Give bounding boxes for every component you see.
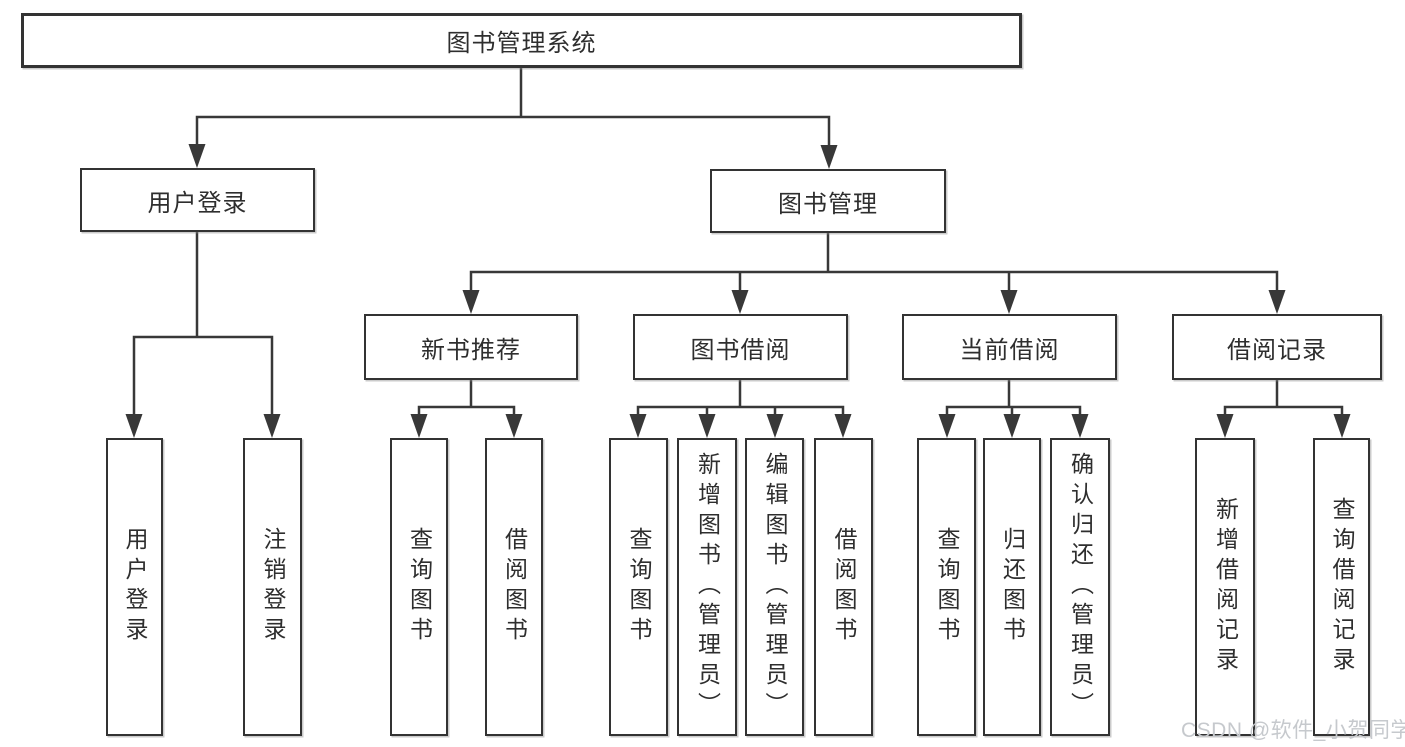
arrowhead-down: [629, 414, 647, 438]
node-book-management: 图书管理: [710, 169, 946, 233]
node-label: 图书管理系统: [446, 30, 597, 57]
node-label: 查询借阅记录: [1329, 497, 1355, 677]
arrowhead-down: [938, 414, 956, 438]
arrowhead-down: [125, 414, 143, 438]
node-user-login: 用户登录: [80, 168, 315, 232]
node-label: 图书管理: [778, 190, 878, 218]
leaf-borrow-book-recommend: 借阅图书: [485, 438, 543, 736]
leaf-return-book: 归还图书: [983, 438, 1041, 736]
arrowhead-down: [766, 414, 784, 438]
node-book-borrow: 图书借阅: [633, 314, 848, 380]
node-root-system: 图书管理系统: [21, 13, 1022, 68]
node-new-book-recommend: 新书推荐: [364, 314, 578, 380]
arrowhead-down: [263, 414, 281, 438]
arrowhead-down: [698, 414, 716, 438]
node-label: 借阅图书: [831, 527, 857, 647]
leaf-query-borrow-record: 查询借阅记录: [1313, 438, 1370, 736]
arrowhead-down: [188, 144, 206, 168]
csdn-watermark: CSDN @软件_小贺同学: [1181, 719, 1405, 742]
leaf-query-book-current: 查询图书: [917, 438, 976, 736]
leaf-query-book-borrow: 查询图书: [609, 438, 668, 736]
arrowhead-down: [410, 414, 428, 438]
leaf-user-login: 用户登录: [106, 438, 163, 736]
leaf-query-book-recommend: 查询图书: [390, 438, 448, 736]
arrowhead-down: [505, 414, 523, 438]
node-label: 当前借阅: [959, 336, 1060, 364]
node-label: 新增借阅记录: [1212, 497, 1239, 677]
leaf-borrow-book: 借阅图书: [814, 438, 873, 736]
arrowhead-down: [1071, 414, 1089, 438]
node-label: 查询图书: [626, 527, 652, 647]
node-borrow-record: 借阅记录: [1172, 314, 1382, 380]
node-label: 查询图书: [406, 527, 433, 647]
arrowhead-down: [1216, 414, 1234, 438]
arrowhead-down: [1000, 290, 1018, 314]
leaf-confirm-return-admin: 确认归还（管理员）: [1050, 438, 1110, 736]
node-label: 用户登录: [147, 189, 248, 217]
node-label: 查询图书: [934, 527, 960, 647]
node-label: 新增图书（管理员）: [694, 452, 721, 722]
leaf-add-book-admin: 新增图书（管理员）: [677, 438, 737, 736]
leaf-logout: 注销登录: [243, 438, 302, 736]
leaf-edit-book-admin: 编辑图书（管理员）: [745, 438, 804, 736]
node-label: 归还图书: [999, 527, 1026, 647]
arrowhead-down: [834, 414, 852, 438]
node-label: 注销登录: [260, 527, 286, 647]
node-label: 新书推荐: [421, 336, 521, 364]
node-label: 编辑图书（管理员）: [762, 452, 788, 722]
arrowhead-down: [1268, 290, 1286, 314]
leaf-add-borrow-record: 新增借阅记录: [1195, 438, 1255, 736]
node-label: 用户登录: [122, 527, 148, 647]
arrowhead-down: [1003, 414, 1021, 438]
node-current-borrow: 当前借阅: [902, 314, 1117, 380]
arrowhead-down: [731, 290, 749, 314]
node-label: 借阅图书: [501, 527, 528, 647]
node-label: 确认归还（管理员）: [1067, 452, 1094, 722]
node-label: 借阅记录: [1227, 336, 1327, 364]
arrowhead-down: [820, 145, 838, 169]
arrowhead-down: [462, 290, 480, 314]
node-label: 图书借阅: [690, 336, 791, 364]
arrowhead-down: [1333, 414, 1351, 438]
